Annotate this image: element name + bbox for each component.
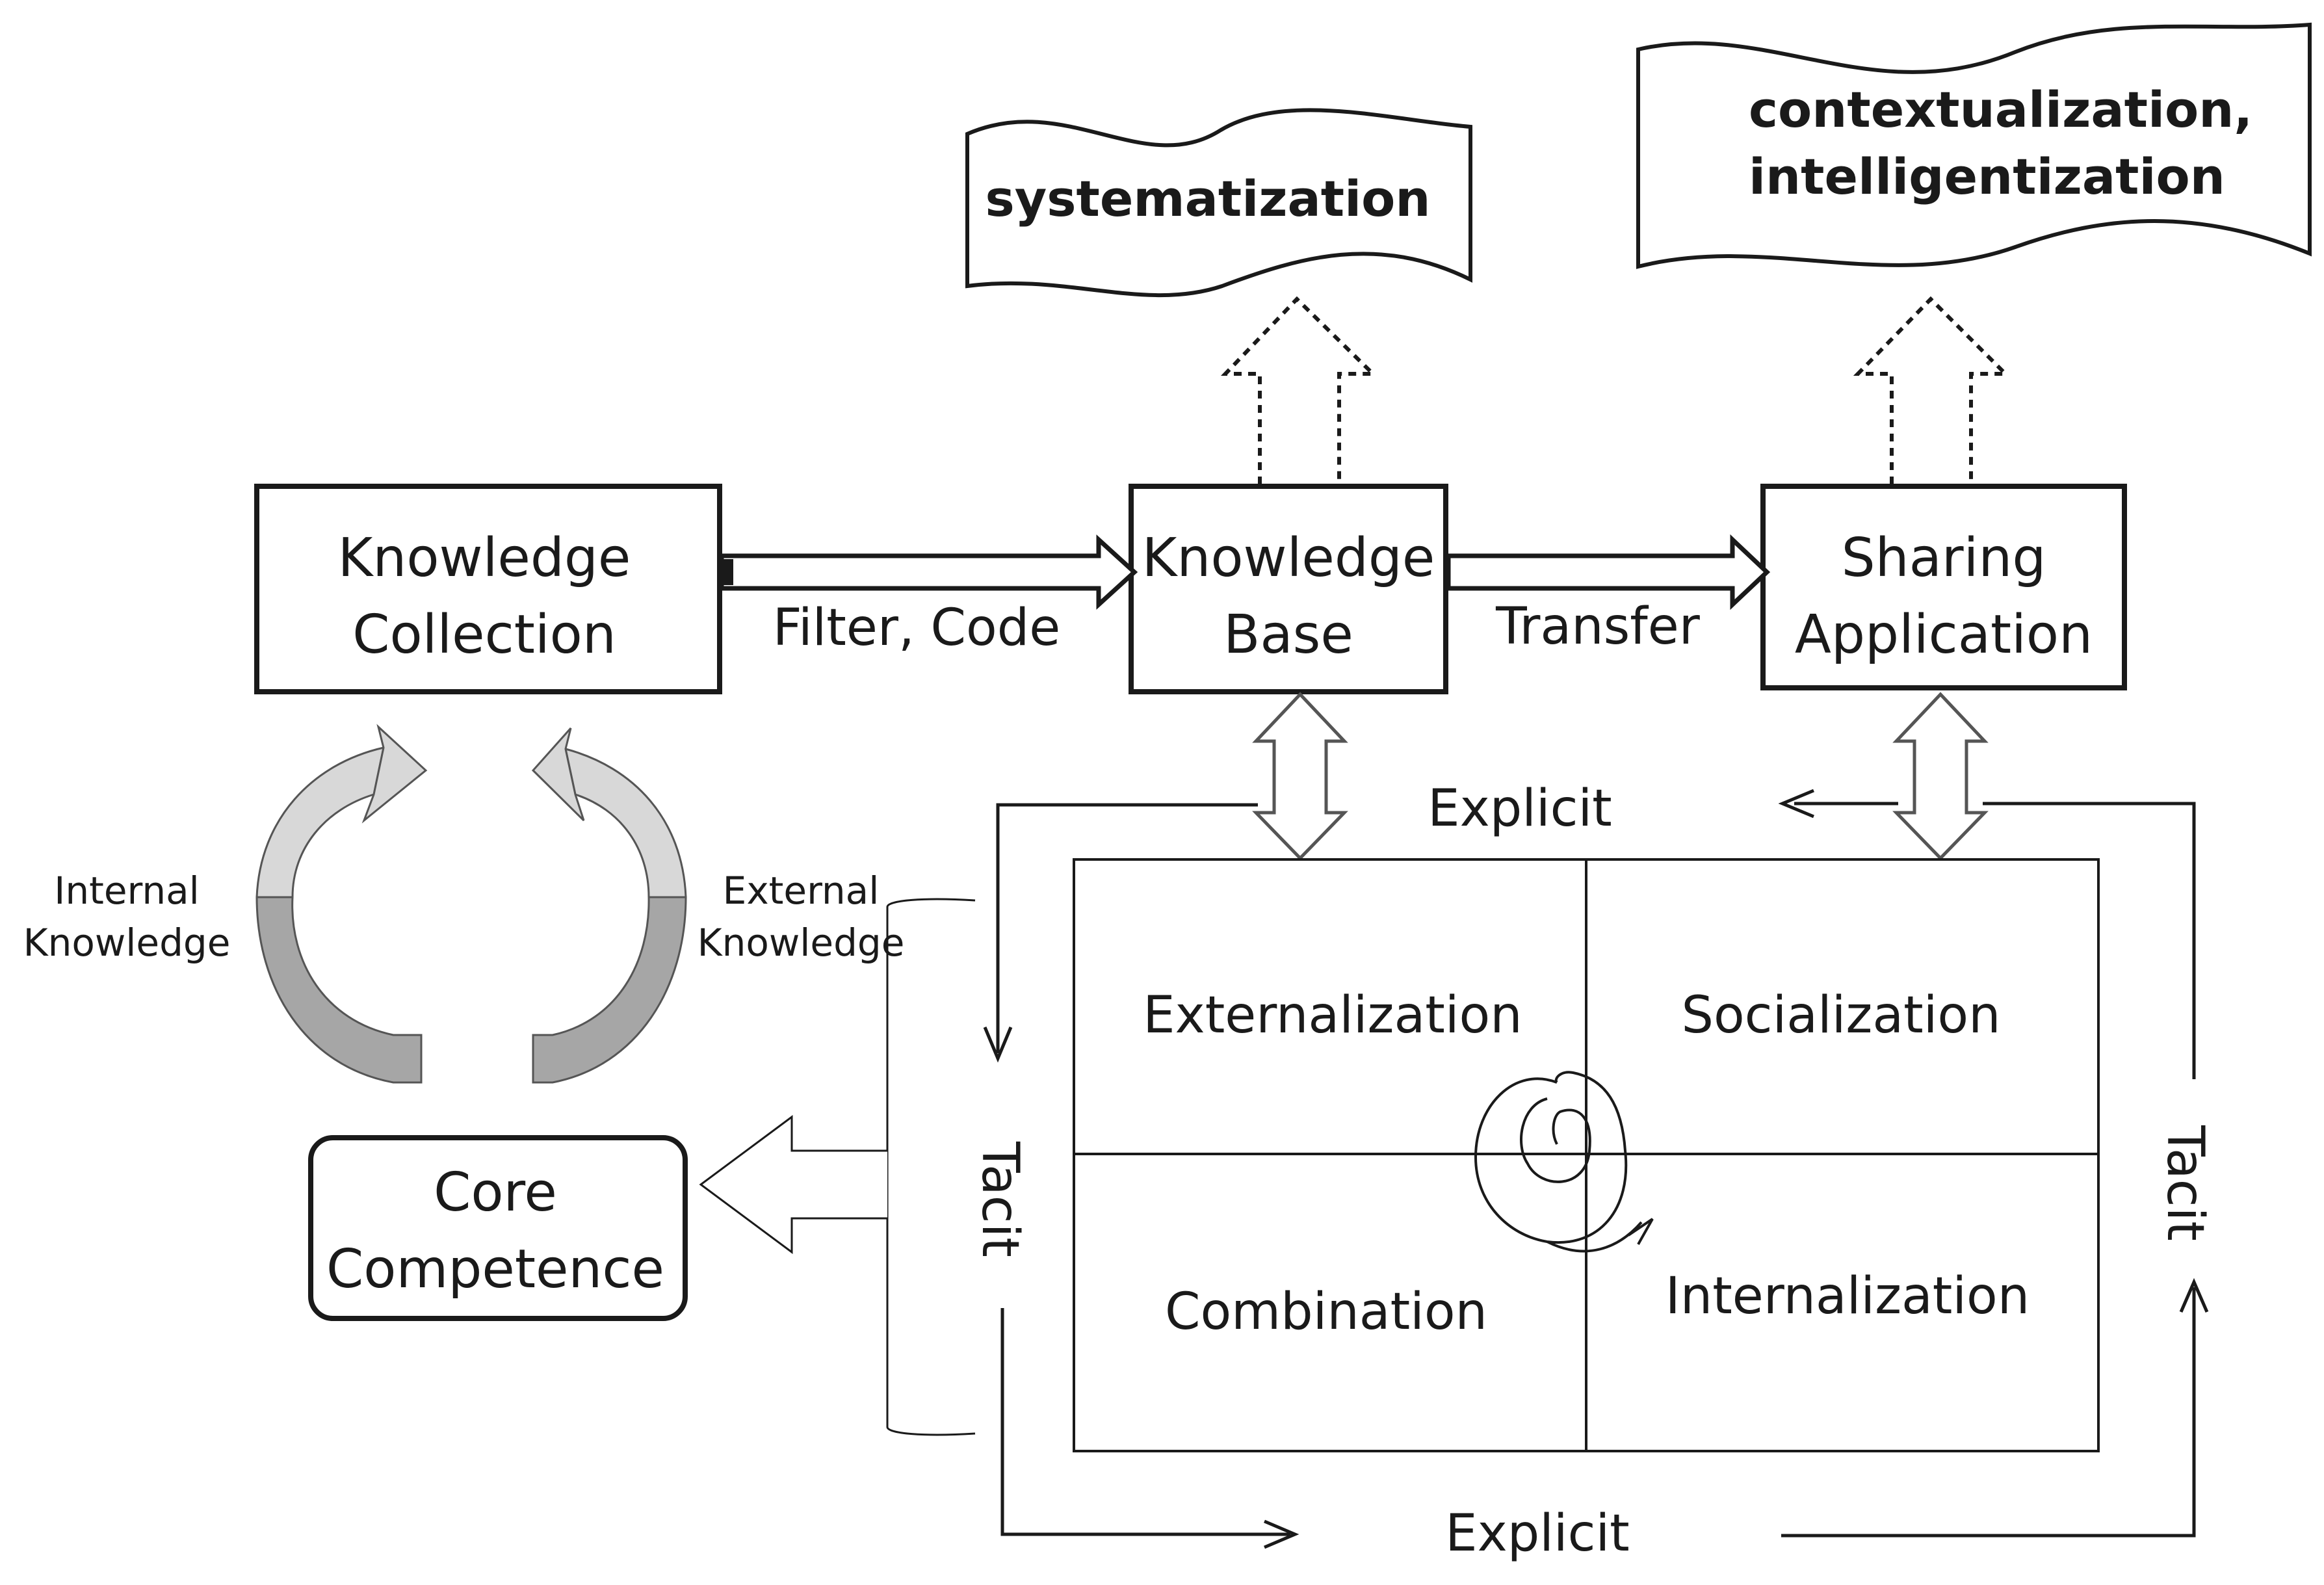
explicit-top-right-line	[1983, 802, 2196, 1079]
seci-bracket	[886, 898, 976, 1436]
knowledge-base-node: Knowledge Base	[1129, 484, 1448, 694]
sharing-application-line1: Sharing	[1842, 527, 2046, 589]
knowledge-collection-line1: Knowledge	[338, 527, 631, 589]
core-competence-line2: Competence	[326, 1238, 664, 1300]
core-competence-line1: Core	[434, 1162, 557, 1224]
explicit-bottom-left-line	[1000, 1308, 1290, 1536]
external-knowledge-line1: External	[723, 869, 880, 913]
transfer-label: Transfer	[1495, 597, 1701, 656]
knowledge-base-double-arrow	[1252, 692, 1348, 861]
transfer-arrow	[1446, 534, 1771, 610]
seci-spiral-icon	[1474, 1071, 1643, 1253]
sharing-application-line2: Application	[1795, 604, 2093, 666]
systematization-banner: systematization	[965, 108, 1472, 297]
socialization-label: Socialization	[1681, 986, 2000, 1045]
knowledge-base-line2: Base	[1223, 604, 1353, 666]
knowledge-collection-node: Knowledge Collection	[254, 484, 722, 694]
explicit-top-left-line	[996, 803, 1258, 1053]
core-competence-node: Core Competence	[308, 1135, 688, 1321]
knowledge-collection-line2: Collection	[352, 604, 616, 666]
sharing-application-double-arrow	[1892, 692, 1989, 861]
explicit-top-label: Explicit	[1428, 779, 1612, 838]
external-knowledge-line2: Knowledge	[698, 921, 905, 965]
internal-knowledge-line2: Knowledge	[23, 921, 231, 965]
combination-label: Combination	[1165, 1283, 1487, 1341]
externalization-label: Externalization	[1143, 986, 1522, 1045]
internalization-label: Internalization	[1665, 1267, 2030, 1326]
tacit-right-label: Tacit	[2156, 1125, 2214, 1241]
seci-matrix: Externalization Socialization Combinatio…	[1073, 858, 2100, 1452]
tacit-left-label: Tacit	[971, 1141, 1029, 1257]
knowledge-base-line1: Knowledge	[1142, 527, 1435, 589]
systematization-dotted-arrow	[1220, 296, 1378, 484]
internal-knowledge-line1: Internal	[54, 869, 200, 913]
contextualization-label-line1: contextualization,	[1749, 81, 2252, 138]
systematization-label: systematization	[986, 170, 1431, 228]
knowledge-cycle-icon	[255, 724, 687, 1084]
explicit-bottom-right-line	[1781, 1287, 2196, 1538]
contextualization-dotted-arrow	[1853, 296, 2011, 484]
contextualization-label-line2: intelligentization	[1749, 148, 2225, 205]
filter-code-arrow	[719, 534, 1138, 610]
explicit-bottom-label: Explicit	[1445, 1504, 1629, 1563]
contextualization-banner: contextualization, intelligentization	[1636, 22, 2312, 269]
sharing-application-node: Sharing Application	[1760, 484, 2127, 690]
filter-code-label: Filter, Code	[773, 599, 1060, 657]
core-competence-arrow	[699, 1115, 887, 1254]
